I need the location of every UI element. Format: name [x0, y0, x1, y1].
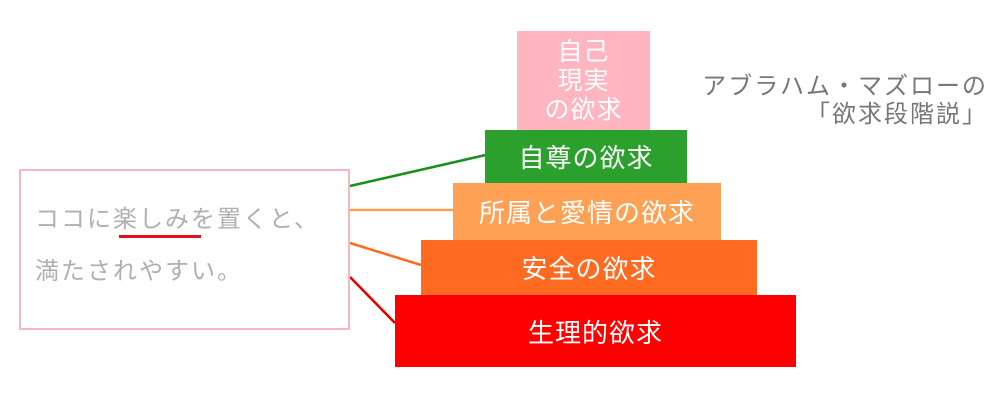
pyramid-level-love-belonging: 所属と愛情の欲求	[453, 183, 721, 240]
highlight-underline	[119, 235, 201, 238]
connector-esteem	[349, 152, 491, 188]
level-label: 所属と愛情の欲求	[478, 199, 695, 229]
pyramid-level-safety: 安全の欲求	[421, 240, 757, 295]
level-label: 自尊の欲求	[518, 144, 654, 174]
title-line-2: 「欲求段階説」	[806, 100, 988, 128]
connector-physiological	[349, 276, 396, 324]
pyramid-level-esteem: 自尊の欲求	[485, 130, 687, 183]
level-label: 自己 現実 の欲求	[544, 37, 623, 124]
diagram-title: アブラハム・マズローの 「欲求段階説」	[702, 72, 988, 128]
level-label: 安全の欲求	[521, 255, 657, 285]
level-label: 生理的欲求	[527, 318, 663, 349]
note-line-2: 満たされやすい。	[35, 257, 243, 285]
note-box: ココに楽しみを置くと、 満たされやすい。	[19, 169, 350, 330]
pyramid-level-physiological: 生理的欲求	[395, 295, 796, 367]
title-line-1: アブラハム・マズローの	[702, 72, 988, 100]
connector-safety	[349, 241, 422, 267]
pyramid-level-self-actualization: 自己 現実 の欲求	[517, 31, 650, 130]
note-line-1: ココに楽しみを置くと、	[35, 205, 321, 233]
